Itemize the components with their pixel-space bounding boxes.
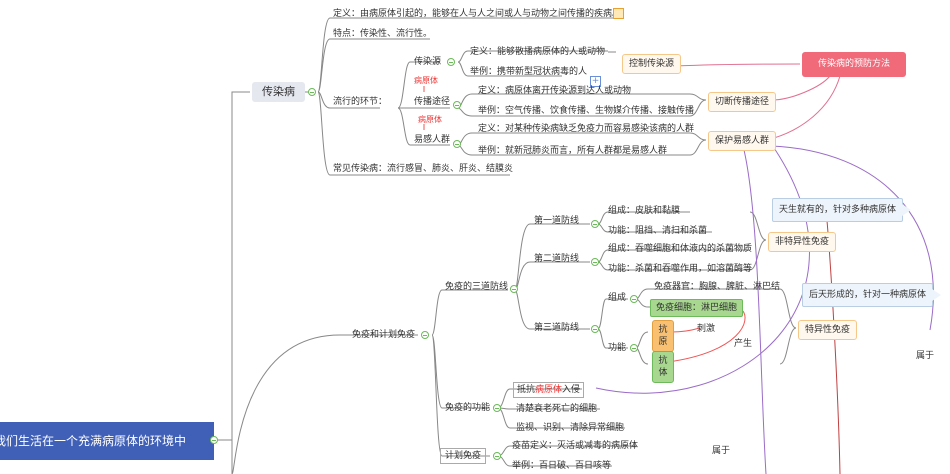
function-clear: 清楚衰老死亡的细胞 xyxy=(516,404,598,414)
route-label: 传播途径 xyxy=(414,97,451,107)
antigen-node[interactable]: 抗原 xyxy=(652,320,674,352)
vaccine-definition: 疫苗定义：灭活或减毒的病原体 xyxy=(512,441,639,451)
fn1-pre: 抵抗 xyxy=(517,385,536,395)
collapse-toggle-third[interactable] xyxy=(591,325,599,333)
planned-immunity-label: 计划免疫 xyxy=(440,448,487,464)
cut-route-tag[interactable]: 切断传播途径 xyxy=(708,92,777,112)
third-func-label: 功能 xyxy=(608,343,627,353)
vaccine-example: 举例：百日破、百日咳等 xyxy=(512,461,612,471)
belongs-label-1: 属于 xyxy=(916,351,935,361)
collapse-toggle-immune[interactable] xyxy=(421,331,429,339)
definition-text: 定义：由病原体引起的，能够在人与人之间或人与动物之间传播的疾病。 xyxy=(333,9,622,19)
control-source-tag[interactable]: 控制传染源 xyxy=(622,54,682,74)
collapse-toggle-route[interactable] xyxy=(453,101,461,109)
produce-label: 产生 xyxy=(734,339,753,349)
antibody-node[interactable]: 抗体 xyxy=(652,351,674,383)
host-example: 举例：就新冠肺炎而言，所有人群都是易感人群 xyxy=(478,146,668,156)
host-label: 易感人群 xyxy=(414,135,451,145)
belongs-label-2: 属于 xyxy=(712,446,731,456)
collapse-toggle-host[interactable] xyxy=(453,140,461,148)
first-line-composition: 组成：皮肤和黏膜 xyxy=(608,206,681,216)
antibody-text: 抗体 xyxy=(658,356,668,378)
protect-host-tag[interactable]: 保护易感人群 xyxy=(708,131,777,151)
collapse-toggle-infect[interactable] xyxy=(308,88,316,96)
source-definition: 定义：能够散播病原体的人或动物 xyxy=(470,47,606,57)
collapse-toggle-root[interactable] xyxy=(210,436,218,444)
collapse-toggle-third-func[interactable] xyxy=(630,344,638,352)
stimulate-label: 刺激 xyxy=(697,324,716,334)
second-line-composition: 组成：吞噬细胞和体液内的杀菌物质 xyxy=(608,244,753,254)
source-label: 传染源 xyxy=(414,57,442,67)
antigen-text: 抗原 xyxy=(658,325,668,347)
immune-cells-tag[interactable]: 免疫细胞：淋巴细胞 xyxy=(650,299,744,317)
fn1-post: 入侵 xyxy=(562,385,581,395)
infectious-disease-node[interactable]: 传染病 xyxy=(252,82,305,102)
collapse-toggle-third-comp[interactable] xyxy=(630,295,638,303)
second-line-function: 功能：杀菌和吞噬作用，如溶菌酶等 xyxy=(608,264,753,274)
common-diseases-text: 常见传染病：流行感冒、肺炎、肝炎、结膜炎 xyxy=(333,164,514,174)
third-comp-label: 组成 xyxy=(608,293,627,303)
specific-note: 后天形成的，针对一种病原体 xyxy=(802,283,942,307)
links-label: 流行的环节： xyxy=(333,97,388,107)
collapse-toggle-plan[interactable] xyxy=(493,452,501,460)
prevention-methods-node[interactable]: 传染病的预防方法 xyxy=(802,52,906,77)
immunity-node: 免疫和计划免疫 xyxy=(352,330,416,340)
three-lines-label: 免疫的三道防线 xyxy=(445,282,509,292)
function-resist: 抵抗病原体入侵 xyxy=(513,382,585,398)
function-monitor: 监视、识别、清除异常细胞 xyxy=(516,423,625,433)
host-definition: 定义：对某种传染病缺乏免疫力而容易感染该病的人群 xyxy=(478,124,695,134)
collapse-toggle-three-lines[interactable] xyxy=(510,285,518,293)
nonspecific-note: 天生就有的，针对多种病原体 xyxy=(772,198,912,222)
third-line-label: 第三道防线 xyxy=(534,323,580,333)
collapse-toggle-functions[interactable] xyxy=(493,404,501,412)
fn1-highlight: 病原体 xyxy=(535,385,563,395)
immune-functions-label: 免疫的功能 xyxy=(445,403,491,413)
source-example: 举例：携带新型冠状病毒的人 xyxy=(470,67,588,77)
first-line-label: 第一道防线 xyxy=(534,216,580,226)
collapse-toggle-first[interactable] xyxy=(591,220,599,228)
pathogen-tag-1: 病原体 xyxy=(414,76,438,85)
note-icon[interactable] xyxy=(613,8,624,19)
specific-immunity-tag[interactable]: 特异性免疫 xyxy=(798,320,858,340)
first-line-function: 功能：阻挡、清扫和杀菌 xyxy=(608,226,708,236)
expand-plus-icon[interactable]: + xyxy=(590,76,601,87)
collapse-toggle-second[interactable] xyxy=(591,258,599,266)
root-node[interactable]: 我们生活在一个充满病原体的环境中 xyxy=(0,422,214,460)
second-line-label: 第二道防线 xyxy=(534,254,580,264)
route-example: 举例：空气传播、饮食传播、生物媒介传播、接触传播 xyxy=(478,106,695,116)
immune-organs-text: 免疫器官：胸腺、脾脏、淋巴结 xyxy=(654,282,781,292)
pathogen-tag-2: 病原体 xyxy=(418,115,442,124)
features-text: 特点：传染性、流行性。 xyxy=(333,29,433,39)
nonspecific-immunity-tag[interactable]: 非特异性免疫 xyxy=(768,232,837,252)
route-definition: 定义：病原体离开传染源到达人或动物 xyxy=(478,86,632,96)
collapse-toggle-source[interactable] xyxy=(447,58,455,66)
